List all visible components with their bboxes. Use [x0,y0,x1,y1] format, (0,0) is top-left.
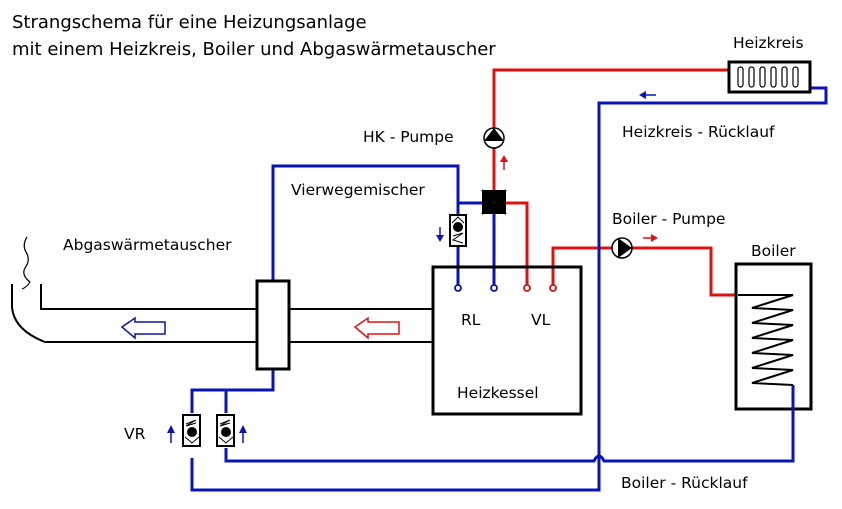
flue-flow-arrow-blue-icon [120,316,166,340]
hk-supply-flow-arrow-icon [500,155,508,170]
title-line-2: mit einem Heizkreis, Boiler und Abgaswär… [12,39,496,60]
vr-right-flow-arrow-icon [239,425,247,443]
radiator-icon [727,60,812,94]
heizkessel-label: Heizkessel [457,384,539,402]
boiler-return-pipe [224,390,795,463]
hk-pumpe-label: HK - Pumpe [363,128,454,146]
boiler-supply-pipe [551,246,738,297]
flue-heat-exchanger-icon [255,279,291,371]
check-valve-vr-right-icon [216,414,235,447]
title-line-1: Strangschema für eine Heizungsanlage [12,12,367,33]
hx-mixer-pipe [271,164,483,280]
boiler-supply-flow-arrow-icon [643,234,658,242]
boiler-pumpe-label: Boiler - Pumpe [612,210,725,228]
check-valve-rl-icon [449,214,467,247]
vr-label: VR [124,425,146,443]
boiler-connections [454,284,557,292]
vl-label: VL [531,311,551,329]
hk-pump-icon[interactable] [483,127,505,149]
return-loop-bottom [190,458,601,492]
heizkessel-box [431,265,583,416]
vr-junction-pipe [190,370,275,413]
boiler-pump-icon[interactable] [611,237,633,259]
vr-left-flow-arrow-icon [167,425,175,443]
flue-duct [11,284,433,343]
boiler-ruecklauf-label: Boiler - Rücklauf [621,474,748,492]
smoke-icon [21,236,31,290]
hk-return-flow-arrow-icon [639,91,656,99]
heizkreis-ruecklauf-label: Heizkreis - Rücklauf [622,123,775,141]
boiler-label: Boiler [751,242,796,260]
flue-flow-arrow-red-icon [353,316,400,340]
boiler-tank-icon [734,262,813,411]
rl-flow-arrow-icon [436,227,444,242]
hk-return-pipe [597,86,828,460]
heizkreis-label: Heizkreis [733,34,804,52]
four-way-mixer-icon[interactable] [481,189,507,215]
vierwegemischer-label: Vierwegemischer [291,181,425,199]
check-valve-vr-left-icon [182,414,201,447]
hk-supply-pipe [492,68,730,190]
mixer-vl-pipe [505,201,529,287]
abgaswaermetauscher-label: Abgaswärmetauscher [63,236,232,254]
rl-label: RL [461,311,481,329]
